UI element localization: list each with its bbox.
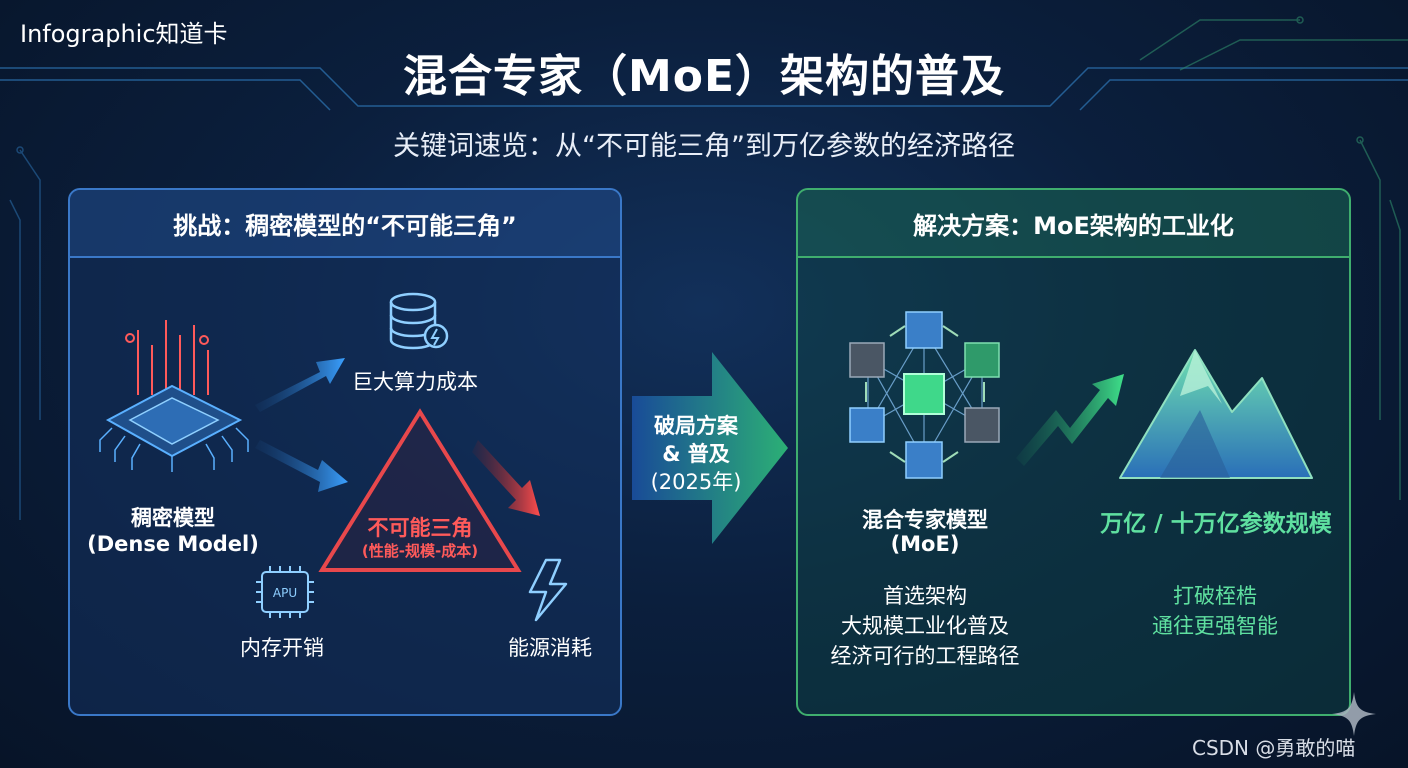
challenge-panel-header: 挑战：稠密模型的“不可能三角” — [70, 190, 620, 258]
moe-desc-1: 首选架构 — [883, 584, 967, 608]
impossible-triangle — [318, 408, 522, 572]
dense-model-label: 稠密模型 — [131, 506, 215, 530]
benefit-1: 打破桎梏 — [1173, 584, 1257, 608]
arrow-to-triangle — [255, 440, 348, 492]
watermark-text: CSDN @勇敢的喵 — [1192, 736, 1356, 760]
arrow-to-compute — [255, 358, 345, 412]
compute-cost-label: 巨大算力成本 — [352, 370, 478, 394]
moe-model-en-label: (MoE) — [890, 532, 960, 556]
arrow-label-line2: & 普及 — [662, 442, 730, 466]
moe-model-label: 混合专家模型 — [862, 508, 988, 532]
triangle-subtitle: (性能-规模-成本) — [361, 542, 479, 560]
solution-panel-header: 解决方案：MoE架构的工业化 — [798, 190, 1349, 258]
arrow-label-line3: (2025年) — [650, 470, 742, 494]
apu-chip-text: APU — [273, 586, 297, 600]
mountain-icon — [1119, 349, 1313, 479]
triangle-title: 不可能三角 — [367, 516, 473, 540]
page-subtitle: 关键词速览：从“不可能三角”到万亿参数的经济路径 — [393, 131, 1015, 162]
brand-label: Infographic知道卡 — [20, 20, 228, 48]
transition-arrow — [632, 352, 788, 544]
challenge-panel: 挑战：稠密模型的“不可能三角” — [68, 188, 622, 716]
benefit-2: 通往更强智能 — [1152, 614, 1278, 638]
energy-cost-label: 能源消耗 — [508, 636, 592, 660]
moe-network-icon — [849, 311, 1000, 479]
sparkle-icon — [1332, 692, 1376, 736]
growth-arrow — [1016, 374, 1124, 466]
database-icon — [389, 292, 449, 350]
solution-panel: 解决方案：MoE架构的工业化 — [796, 188, 1351, 716]
lightning-icon — [528, 558, 568, 622]
memory-cost-label: 内存开销 — [240, 636, 324, 660]
dense-chip-icon — [99, 320, 249, 472]
arrow-label-line1: 破局方案 — [654, 414, 738, 438]
moe-desc-2: 大规模工业化普及 — [841, 614, 1009, 638]
arrow-to-energy — [472, 440, 540, 516]
apu-chip-icon — [256, 566, 314, 618]
page-title: 混合专家（MoE）架构的普及 — [402, 51, 1006, 102]
dense-model-en-label: (Dense Model) — [87, 532, 259, 556]
moe-desc-3: 经济可行的工程路径 — [830, 644, 1020, 668]
scale-label: 万亿 / 十万亿参数规模 — [1100, 511, 1332, 537]
